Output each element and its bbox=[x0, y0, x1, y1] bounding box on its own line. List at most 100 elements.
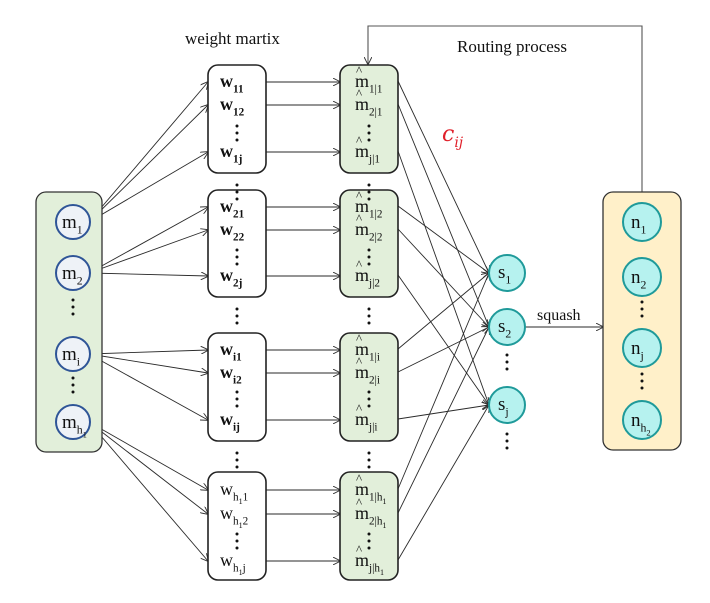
dot bbox=[367, 321, 371, 325]
prediction-vector-label: m2|i bbox=[355, 362, 380, 386]
dot bbox=[235, 248, 239, 252]
hat-accent: ^ bbox=[356, 257, 362, 272]
dot bbox=[235, 539, 239, 543]
dot bbox=[71, 376, 75, 380]
hat-accent: ^ bbox=[356, 331, 362, 346]
output-ellipsis-1 bbox=[640, 300, 644, 318]
s-node-label: s2 bbox=[498, 316, 511, 341]
prediction-vector-label: m2|1 bbox=[355, 94, 382, 118]
input-node-3 bbox=[55, 336, 91, 372]
dot bbox=[71, 305, 75, 309]
weight-entry-label: w2j bbox=[220, 265, 243, 289]
output-node-label: n2 bbox=[631, 267, 647, 292]
between-weight-ellipsis bbox=[235, 307, 239, 325]
dot bbox=[235, 546, 239, 550]
weight-entry-label: wi2 bbox=[220, 362, 242, 386]
input-capsule-panel bbox=[35, 191, 103, 453]
input-to-weight-arrow bbox=[88, 152, 208, 223]
prediction-vector-label: m1|i bbox=[355, 339, 380, 363]
dot bbox=[235, 124, 239, 128]
weight-matrix-box-3 bbox=[207, 332, 267, 442]
dot bbox=[367, 465, 371, 469]
weight-entry-label: w21 bbox=[220, 196, 244, 220]
dot bbox=[235, 131, 239, 135]
s-node-1 bbox=[488, 254, 526, 292]
input-node-2 bbox=[55, 255, 91, 291]
output-capsule-panel bbox=[602, 191, 682, 451]
dot bbox=[367, 183, 371, 187]
input-node-label: m2 bbox=[62, 263, 83, 288]
dot bbox=[505, 367, 509, 371]
dot bbox=[505, 353, 509, 357]
prediction-ellipsis bbox=[367, 390, 371, 408]
dot bbox=[505, 446, 509, 450]
prediction-ellipsis bbox=[367, 248, 371, 266]
dot bbox=[367, 546, 371, 550]
dot bbox=[235, 451, 239, 455]
prediction-vector-label: m2|2 bbox=[355, 219, 382, 243]
weight-entry-label: w1j bbox=[220, 141, 243, 165]
input-to-weight-arrow bbox=[88, 421, 208, 490]
hat-accent: ^ bbox=[356, 401, 362, 416]
routing-process-label: Routing process bbox=[457, 37, 567, 56]
input-to-weight-arrow bbox=[88, 230, 208, 274]
dot bbox=[235, 397, 239, 401]
dot bbox=[367, 404, 371, 408]
dot bbox=[71, 390, 75, 394]
dot bbox=[505, 432, 509, 436]
prediction-box-3 bbox=[339, 332, 399, 442]
dot bbox=[235, 138, 239, 142]
weight-matrix-box-1 bbox=[207, 64, 267, 174]
dot bbox=[367, 248, 371, 252]
input-node-label: mh1 bbox=[62, 412, 87, 440]
dot bbox=[367, 262, 371, 266]
prediction-to-s-arrow bbox=[397, 205, 489, 273]
dot bbox=[71, 312, 75, 316]
prediction-vector-label: m1|2 bbox=[355, 196, 382, 220]
coupling-coefficient-label: cij bbox=[442, 122, 464, 151]
prediction-to-s-arrow bbox=[397, 274, 489, 405]
dot bbox=[235, 465, 239, 469]
hat-accent: ^ bbox=[356, 86, 362, 101]
prediction-box-1 bbox=[339, 64, 399, 174]
output-node-3 bbox=[622, 328, 662, 368]
edges-layer bbox=[88, 25, 643, 561]
dot bbox=[235, 307, 239, 311]
dot bbox=[235, 314, 239, 318]
dot bbox=[367, 539, 371, 543]
prediction-to-s-arrow bbox=[397, 273, 489, 350]
dot bbox=[367, 451, 371, 455]
dot bbox=[235, 321, 239, 325]
dot bbox=[367, 138, 371, 142]
s-ellipsis-2 bbox=[505, 432, 509, 450]
output-node-label: nh2 bbox=[631, 410, 651, 438]
input-ellipsis-1 bbox=[71, 298, 75, 316]
s-node-label: sj bbox=[498, 394, 509, 419]
dot bbox=[367, 390, 371, 394]
input-to-weight-arrow bbox=[88, 421, 208, 561]
output-node-4 bbox=[622, 400, 662, 440]
prediction-to-s-arrow bbox=[397, 80, 489, 273]
prediction-to-s-arrow bbox=[397, 405, 489, 561]
input-to-weight-arrow bbox=[88, 207, 208, 274]
output-node-1 bbox=[622, 202, 662, 242]
prediction-to-s-arrow bbox=[397, 273, 489, 490]
dot bbox=[640, 307, 644, 311]
hat-accent: ^ bbox=[356, 542, 362, 557]
s-node-3 bbox=[488, 386, 526, 424]
weight-entry-label: wij bbox=[220, 409, 240, 433]
dot bbox=[505, 360, 509, 364]
dot bbox=[505, 439, 509, 443]
dot bbox=[640, 379, 644, 383]
input-to-weight-arrow bbox=[88, 82, 208, 223]
prediction-ellipsis bbox=[367, 532, 371, 550]
input-to-weight-arrow bbox=[88, 353, 208, 420]
between-weight-ellipsis bbox=[235, 451, 239, 469]
input-node-label: m1 bbox=[62, 212, 83, 237]
prediction-ellipsis bbox=[367, 124, 371, 142]
input-to-weight-arrow bbox=[88, 273, 208, 276]
dot bbox=[367, 255, 371, 259]
prediction-to-s-arrow bbox=[397, 103, 489, 327]
dot bbox=[640, 372, 644, 376]
